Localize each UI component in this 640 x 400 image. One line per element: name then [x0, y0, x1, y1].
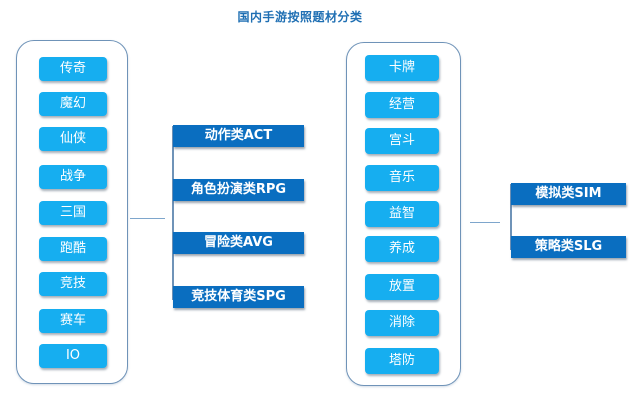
theme-pill: 三国 — [39, 201, 107, 225]
category-label: 动作类ACT — [173, 125, 304, 147]
category-label: 策略类SLG — [511, 236, 626, 258]
right-bracket-line — [510, 184, 512, 250]
theme-pill: 传奇 — [39, 57, 107, 81]
theme-pill: 塔防 — [365, 348, 439, 374]
theme-pill: 赛车 — [39, 309, 107, 333]
category-label: 冒险类AVG — [173, 232, 304, 254]
theme-pill: 放置 — [365, 274, 439, 300]
theme-pill: 跑酷 — [39, 237, 107, 261]
theme-pill: 竞技 — [39, 272, 107, 296]
category-label: 角色扮演类RPG — [173, 179, 304, 201]
theme-pill: 音乐 — [365, 165, 439, 191]
category-label: 竞技体育类SPG — [173, 286, 304, 308]
theme-pill: 战争 — [39, 165, 107, 189]
left-connector-line — [130, 218, 165, 219]
left-bracket-line — [172, 126, 174, 300]
theme-pill: 养成 — [365, 236, 439, 262]
theme-pill: 益智 — [365, 201, 439, 227]
diagram-title: 国内手游按照题材分类 — [237, 10, 363, 24]
theme-pill: 宫斗 — [365, 128, 439, 154]
right-connector-line — [470, 222, 500, 223]
theme-pill: 卡牌 — [365, 55, 439, 81]
theme-pill: 仙侠 — [39, 127, 107, 151]
theme-pill: 消除 — [365, 310, 439, 336]
category-label: 模拟类SIM — [511, 183, 626, 205]
theme-pill: 经营 — [365, 92, 439, 118]
theme-pill: IO — [39, 344, 107, 368]
theme-pill: 魔幻 — [39, 92, 107, 116]
